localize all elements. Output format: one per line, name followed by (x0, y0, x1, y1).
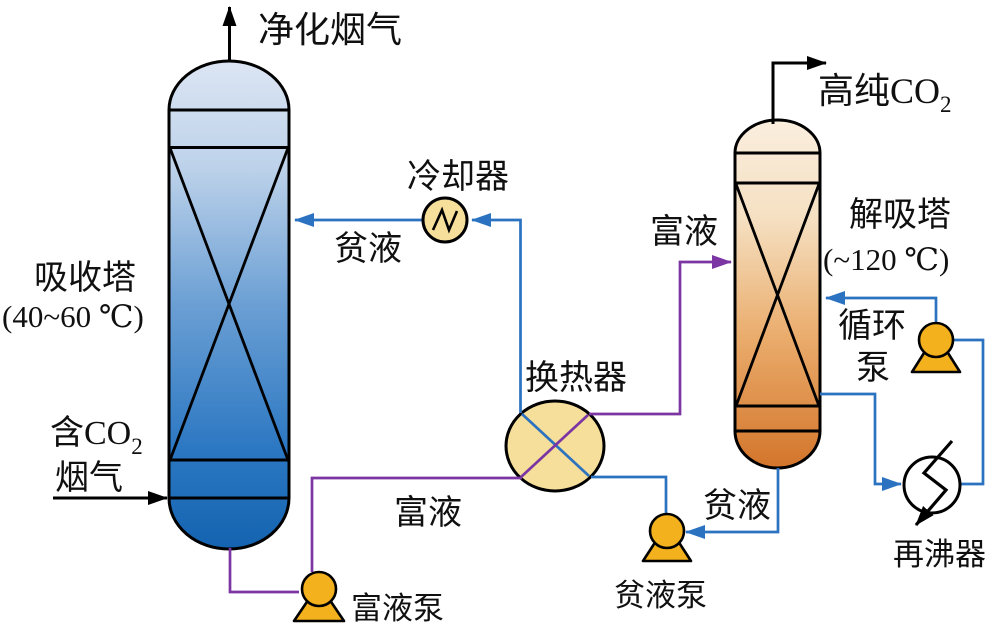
rich-line-absorber-to-pump (228, 548, 299, 594)
lean-pump-label: 贫液泵 (614, 578, 707, 613)
desorber-section-lines (735, 151, 820, 433)
cooler-zigzag-icon (431, 206, 459, 234)
pure-co2-label: 高纯CO2 (818, 71, 952, 117)
lean-to-absorber-label: 贫液 (334, 230, 402, 268)
absorber-temp-label: (40~60 ℃) (2, 299, 144, 334)
absorber-section-lines (169, 108, 289, 500)
lean-pump-icon (641, 512, 693, 563)
pure-co2-base-text: 高纯CO (818, 71, 940, 111)
gas-lines (53, 6, 827, 505)
rich-solvent-lines (228, 255, 732, 594)
desorber-column (733, 118, 822, 470)
feed-gas-subscript: 2 (131, 434, 143, 459)
feed-gas-label-line1: 含CO2 (50, 414, 143, 459)
desorber-packing (734, 183, 821, 407)
reboiler-icon (902, 439, 962, 527)
cooler-icon (421, 196, 469, 244)
rich-line-exchanger-to-desorber (589, 255, 732, 416)
circulation-pump-icon (910, 321, 962, 374)
purified-flue-gas-label: 净化烟气 (258, 10, 402, 50)
reboiler-to-circpump-line (954, 338, 985, 486)
absorber-name-label: 吸收塔 (34, 259, 136, 297)
rich-pump-head (300, 570, 338, 608)
lean-line-desorber-to-pump (685, 468, 780, 539)
rich-to-desorber-label: 富液 (650, 213, 718, 251)
feed-gas-label-line2: 烟气 (55, 459, 123, 497)
circpump-to-desorber-line (825, 291, 938, 322)
pumps (292, 321, 962, 623)
cooler-label: 冷却器 (407, 158, 509, 196)
rich-pump-label: 富液泵 (351, 591, 444, 624)
feed-gas-base-text: 含CO (50, 414, 131, 452)
reboiler-label: 再沸器 (893, 537, 986, 572)
rich-line-exchanger-pass (520, 414, 589, 478)
circulation-pump-head (917, 321, 955, 359)
lean-solvent-lines (294, 213, 985, 539)
circulation-pump-label-line1: 循环 (838, 307, 906, 345)
rich-pump-icon (292, 570, 346, 623)
desorber-temp-label: (~120 ℃) (823, 242, 949, 277)
pure-co2-subscript: 2 (940, 92, 952, 117)
absorber-packing (168, 147, 290, 461)
desorber-name-label: 解吸塔 (849, 196, 951, 234)
lean-line-exchanger-to-cooler (471, 213, 522, 413)
lean-pump-head (648, 512, 686, 550)
heat-exchanger-label: 换热器 (525, 359, 627, 397)
circulation-pump-label-line2: 泵 (856, 350, 890, 387)
lean-from-desorber-label: 贫液 (703, 487, 771, 525)
reboiler-feed-line (820, 392, 902, 491)
pure-co2-line (771, 56, 827, 124)
rich-line-pump-to-exchanger (310, 476, 522, 572)
reboiler-steam-arrow-icon (914, 439, 954, 527)
lean-line-pump-to-exchanger (591, 475, 668, 513)
absorber-column (167, 59, 291, 551)
rich-from-absorber-label: 富液 (394, 494, 462, 532)
